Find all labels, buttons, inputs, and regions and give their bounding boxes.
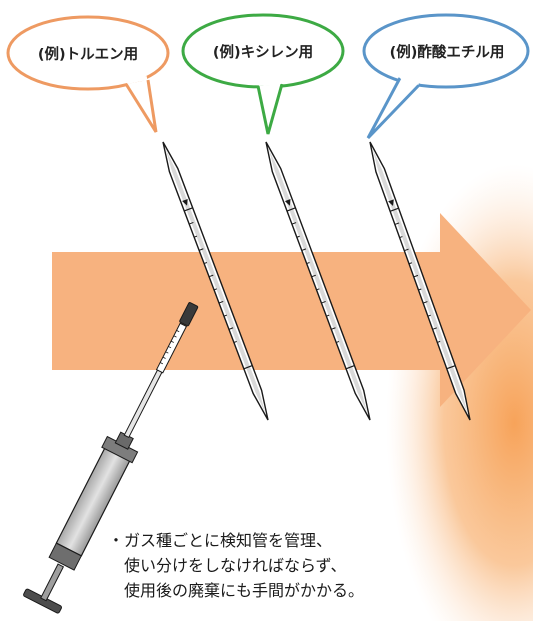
bubble-toluene xyxy=(6,15,170,133)
tube-ethyl-acetate xyxy=(369,141,471,421)
bubble-label-ethyl-acetate: (例)酢酸エチル用 xyxy=(389,45,505,61)
background-glow xyxy=(300,150,533,621)
note-line-1: ・ガス種ごとに検知管を管理、 xyxy=(108,531,333,550)
bubble-label-toluene: (例)トルエン用 xyxy=(37,47,139,63)
bubble-ethyl-acetate xyxy=(362,13,530,140)
syringe xyxy=(23,302,199,614)
bubble-xylene xyxy=(181,13,345,135)
bubble-label-xylene: (例)キシレン用 xyxy=(212,45,314,61)
note-text: ・ガス種ごとに検知管を管理、 使い分けをしなければならず、 使用後の廃棄にも手間… xyxy=(108,528,364,603)
tube-xylene xyxy=(265,141,371,421)
note-line-3: 使用後の廃棄にも手間がかかる。 xyxy=(124,581,365,600)
tube-toluene xyxy=(162,141,269,421)
note-line-2: 使い分けをしなければならず、 xyxy=(124,556,347,575)
